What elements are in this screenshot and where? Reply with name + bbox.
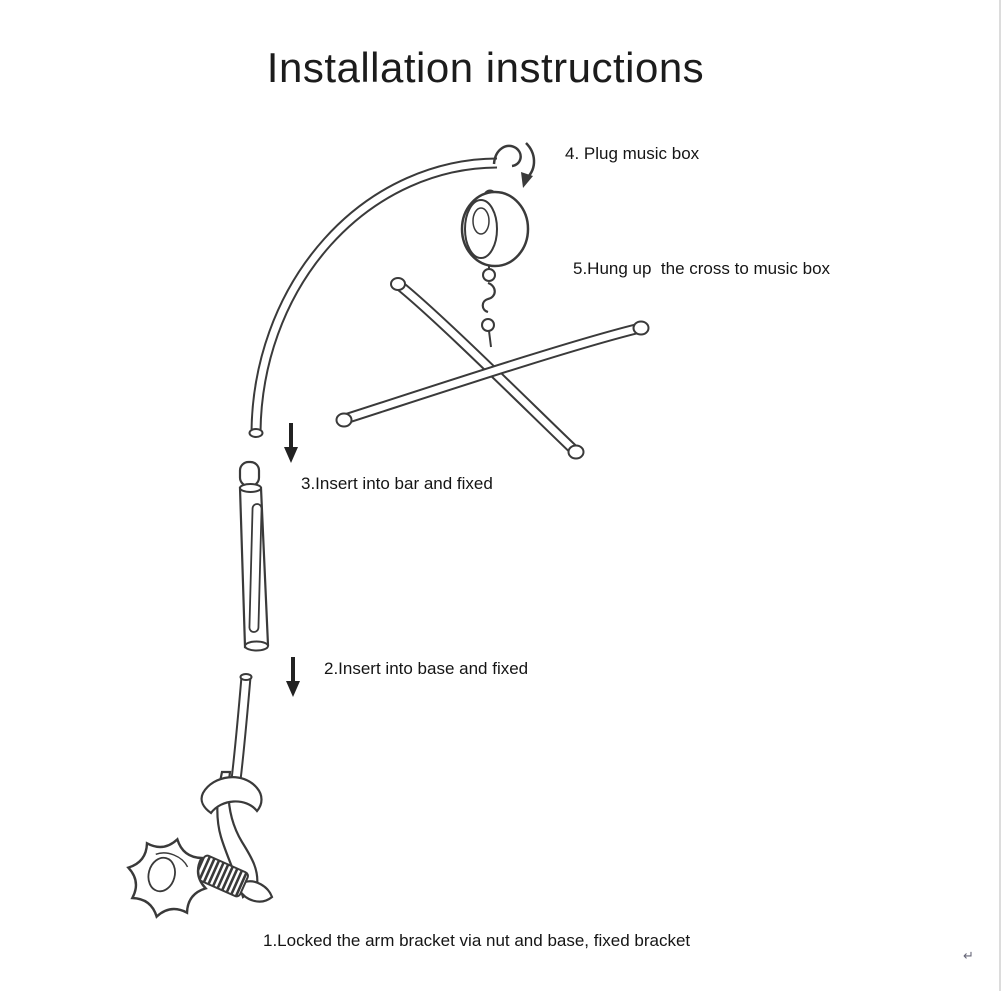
- bar-top-cap: [238, 460, 261, 488]
- music-box-drawing: [460, 189, 530, 314]
- step-1-label: 1.Locked the arm bracket via nut and bas…: [263, 931, 691, 950]
- arrow-step2-icon: [286, 657, 300, 697]
- page-title: Installation instructions: [266, 44, 705, 91]
- screw-thread: [195, 854, 249, 898]
- plug-direction-arrow-icon: [521, 142, 536, 188]
- bracket-and-nut-drawing: [126, 673, 274, 919]
- bar-slot: [248, 503, 263, 633]
- star-knob-nut: [126, 837, 208, 919]
- arrow-step3-icon: [284, 423, 298, 463]
- bracket-saddle: [200, 776, 263, 815]
- arm-hook-icon: [492, 144, 522, 168]
- support-bar-drawing: [238, 460, 270, 652]
- step-2-label: 2.Insert into base and fixed: [324, 659, 529, 678]
- step-4-label: 4. Plug music box: [565, 144, 700, 163]
- cross-center-loop: [481, 318, 495, 332]
- step-3-label: 3.Insert into bar and fixed: [301, 474, 493, 493]
- music-box-bottom-ring: [482, 268, 496, 282]
- arm-open-end: [248, 428, 264, 438]
- return-mark: ↵: [963, 948, 974, 963]
- hanger-arm-drawing: [248, 144, 522, 438]
- step-5-label: 5.Hung up the cross to music box: [573, 259, 831, 278]
- cross-hanger-drawing: [335, 277, 650, 460]
- bracket-foot: [236, 880, 274, 903]
- hanging-hook-icon: [481, 281, 496, 314]
